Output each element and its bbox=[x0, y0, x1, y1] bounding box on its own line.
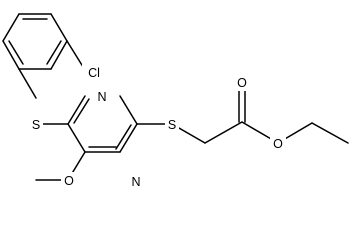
ring-double-bond bbox=[73, 98, 90, 124]
atom-background bbox=[165, 115, 179, 132]
atom-background bbox=[128, 173, 143, 190]
ring-bond bbox=[50, 40, 68, 70]
bond-lines bbox=[2, 13, 349, 181]
ring-double-bond bbox=[115, 124, 132, 150]
c-s-bond bbox=[18, 68, 37, 99]
ring-bond bbox=[67, 95, 86, 125]
pyrimidine-nitrogen-top: N bbox=[97, 90, 106, 104]
atom-background bbox=[82, 64, 106, 80]
ring-bond bbox=[2, 13, 20, 42]
ring-bond bbox=[119, 95, 138, 125]
ring-bond bbox=[67, 123, 86, 153]
linker-sulfur-atom: S bbox=[168, 118, 176, 132]
atom-background bbox=[29, 115, 43, 132]
chlorine-atom: Cl bbox=[88, 66, 100, 80]
ch2-c-bond bbox=[204, 121, 243, 144]
methoxy-oxygen-atom: O bbox=[64, 174, 74, 188]
molecule-structure-drawing: Cl S S N N O O O bbox=[2, 13, 349, 190]
ring-bond bbox=[2, 40, 20, 70]
ring-double-bond bbox=[46, 40, 62, 65]
atom-labels: Cl S S N N O O O bbox=[29, 64, 286, 190]
carbonyl-oxygen-atom: O bbox=[237, 76, 247, 90]
ring-bond bbox=[119, 123, 138, 153]
atom-background bbox=[270, 135, 286, 152]
atom-background bbox=[234, 74, 250, 91]
atom-background bbox=[95, 88, 110, 105]
atom-background bbox=[61, 172, 77, 189]
ring-double-bond bbox=[8, 40, 24, 65]
aryl-sulfur-atom: S bbox=[32, 118, 40, 132]
ester-oxygen-atom: O bbox=[273, 137, 283, 151]
ch2-ch3-bond bbox=[311, 122, 349, 144]
pyrimidine-nitrogen-bottom: N bbox=[131, 175, 140, 189]
ring-bond bbox=[50, 13, 68, 42]
